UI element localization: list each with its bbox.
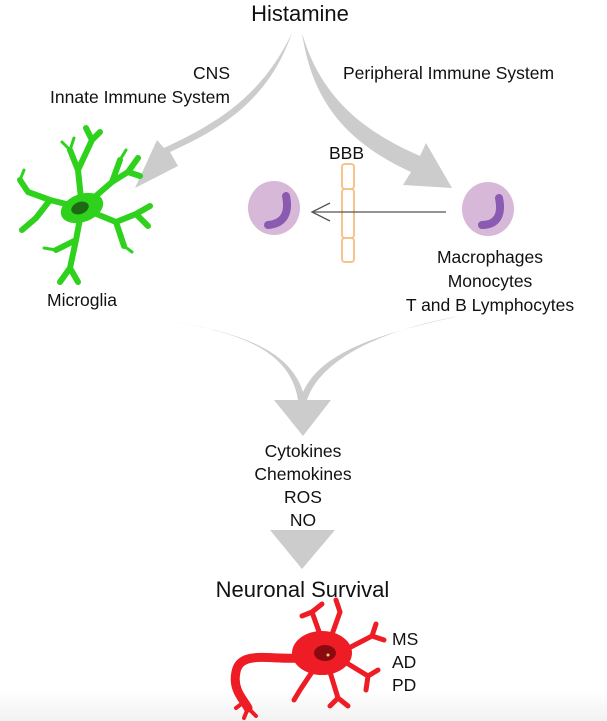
cns-label: CNS bbox=[193, 63, 230, 83]
peripheral-immune-label: Peripheral Immune System bbox=[343, 63, 555, 83]
bbb-barrier bbox=[341, 163, 355, 263]
disease-pd: PD bbox=[392, 675, 417, 695]
arrow-histamine-to-macrophage bbox=[302, 33, 452, 188]
bbb-segment bbox=[341, 163, 355, 190]
neuron-cell bbox=[230, 597, 387, 720]
mediator-chemokines: Chemokines bbox=[254, 464, 352, 484]
monocyte-cns bbox=[248, 181, 300, 235]
monocytes-label: Monocytes bbox=[447, 271, 533, 291]
bbb-segment bbox=[341, 237, 355, 263]
mediator-no: NO bbox=[289, 510, 317, 530]
arrow-mediators-to-survival bbox=[270, 530, 335, 569]
lymphocytes-label: T and B Lymphocytes bbox=[405, 295, 575, 315]
mediator-cytokines: Cytokines bbox=[264, 441, 342, 461]
neuronal-survival-label: Neuronal Survival bbox=[215, 577, 390, 602]
bbb-segment bbox=[341, 188, 355, 239]
disease-ad: AD bbox=[392, 652, 417, 672]
bbb-label: BBB bbox=[329, 143, 365, 163]
microglia-label: Microglia bbox=[47, 290, 118, 310]
innate-immune-label: Innate Immune System bbox=[50, 87, 230, 107]
mediator-ros: ROS bbox=[284, 487, 322, 507]
macrophages-label: Macrophages bbox=[436, 247, 544, 267]
arrow-histamine-to-microglia bbox=[135, 33, 292, 188]
title-histamine: Histamine bbox=[251, 1, 349, 26]
migration-arrow bbox=[310, 202, 446, 222]
arrow-merge-to-mediators bbox=[148, 316, 460, 436]
disease-ms: MS bbox=[392, 629, 419, 649]
microglia-cell bbox=[17, 125, 153, 285]
macrophage-peripheral bbox=[462, 182, 514, 236]
